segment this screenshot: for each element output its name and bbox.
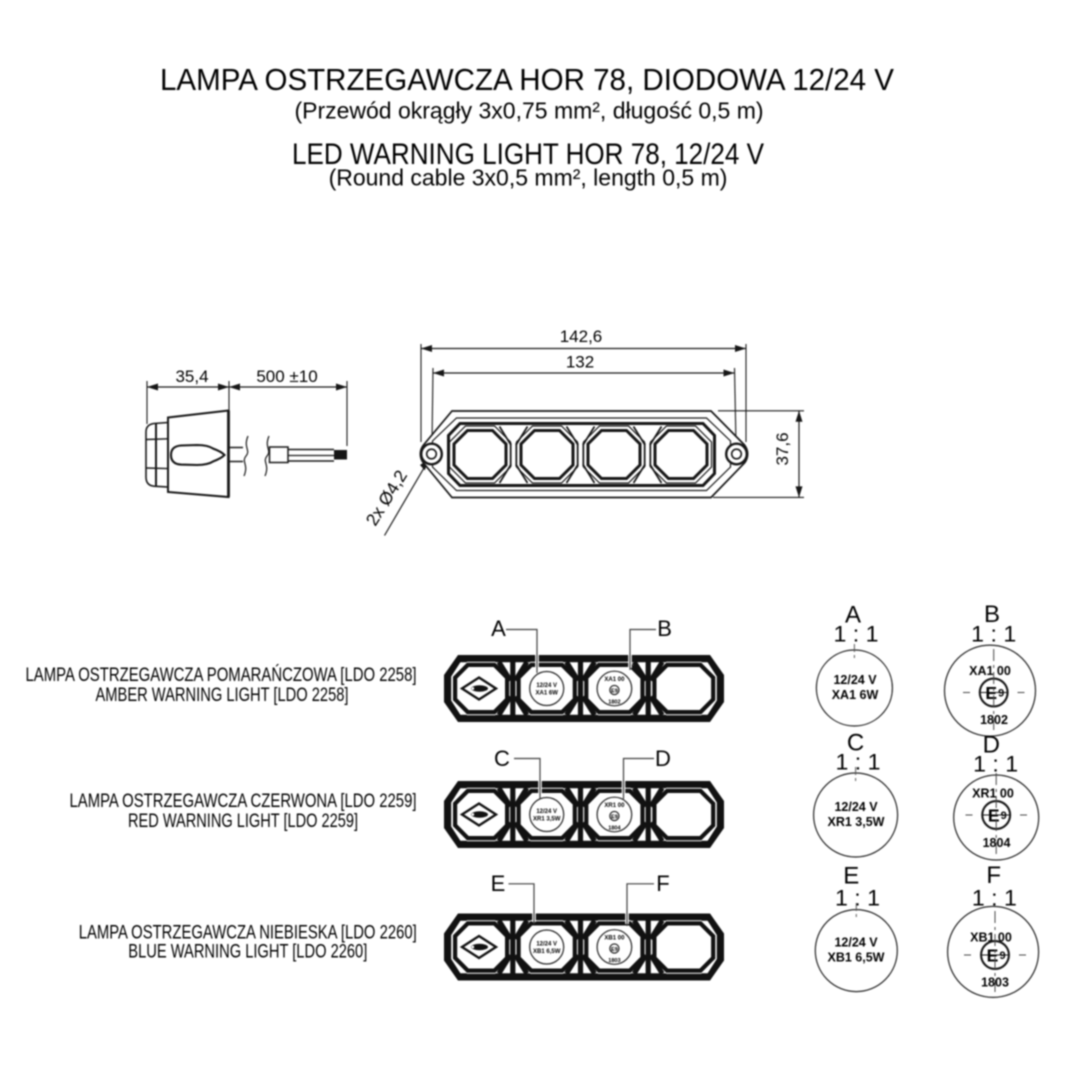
svg-text:9: 9 <box>1001 810 1007 822</box>
svg-text:12/24 V: 12/24 V <box>834 936 878 950</box>
svg-text:XA1 00: XA1 00 <box>969 664 1011 678</box>
svg-text:E: E <box>988 805 1000 825</box>
svg-text:E: E <box>987 945 999 965</box>
svg-text:35,4: 35,4 <box>175 367 208 386</box>
svg-text:A: A <box>491 616 506 641</box>
svg-text:2x Ø4,2: 2x Ø4,2 <box>362 467 411 530</box>
svg-text:B: B <box>984 601 1000 628</box>
svg-text:1 : 1: 1 : 1 <box>835 886 880 911</box>
svg-text:12/24 V: 12/24 V <box>833 673 877 687</box>
svg-text:XA1 00: XA1 00 <box>604 677 625 683</box>
svg-text:1803: 1803 <box>608 958 620 964</box>
svg-text:C: C <box>494 746 510 771</box>
svg-text:XR1 3,5W: XR1 3,5W <box>533 817 561 823</box>
svg-text:D: D <box>655 746 671 771</box>
svg-text:XR1 00: XR1 00 <box>604 803 625 809</box>
svg-text:E9: E9 <box>611 947 618 953</box>
svg-text:LAMPA OSTRZEGAWCZA CZERWONA [L: LAMPA OSTRZEGAWCZA CZERWONA [LDO 2259] <box>70 791 417 812</box>
svg-text:E: E <box>843 863 859 890</box>
svg-text:A: A <box>845 602 861 629</box>
svg-text:12/24 V: 12/24 V <box>536 683 557 689</box>
svg-text:(Round cable 3x0,5 mm², length: (Round cable 3x0,5 mm², length 0,5 m) <box>329 165 728 191</box>
svg-text:E9: E9 <box>611 688 618 694</box>
svg-text:LAMPA OSTRZEGAWCZA HOR 78, DIO: LAMPA OSTRZEGAWCZA HOR 78, DIODOWA 12/24… <box>160 62 894 97</box>
svg-text:XB1 00: XB1 00 <box>604 936 625 942</box>
svg-text:1 : 1: 1 : 1 <box>971 622 1016 647</box>
svg-text:E9: E9 <box>611 814 618 820</box>
svg-text:132: 132 <box>566 353 594 372</box>
svg-text:1802: 1802 <box>608 700 620 706</box>
svg-text:37,6: 37,6 <box>773 432 792 465</box>
svg-text:1804: 1804 <box>608 826 621 832</box>
svg-text:BLUE WARNING LIGHT [LDO 2260]: BLUE WARNING LIGHT [LDO 2260] <box>128 942 367 963</box>
svg-text:LED WARNING LIGHT HOR 78, 12/2: LED WARNING LIGHT HOR 78, 12/24 V <box>292 138 764 171</box>
svg-text:D: D <box>983 732 1000 759</box>
svg-text:F: F <box>986 862 1001 889</box>
svg-text:12/24 V: 12/24 V <box>536 809 557 815</box>
svg-text:C: C <box>847 730 864 757</box>
svg-text:XB1 6,5W: XB1 6,5W <box>828 951 885 965</box>
svg-text:9: 9 <box>999 950 1005 962</box>
svg-text:142,6: 142,6 <box>560 327 603 346</box>
svg-text:B: B <box>657 616 672 641</box>
svg-text:1 : 1: 1 : 1 <box>836 750 881 775</box>
svg-text:XR1 00: XR1 00 <box>972 787 1014 801</box>
svg-text:LAMPA OSTRZEGAWCZA POMARAŃCZOW: LAMPA OSTRZEGAWCZA POMARAŃCZOWA [LDO 225… <box>26 665 417 686</box>
svg-text:E: E <box>985 683 997 703</box>
svg-text:12/24 V: 12/24 V <box>536 942 557 948</box>
svg-text:500 ±10: 500 ±10 <box>256 367 317 386</box>
svg-text:XB1 6,5W: XB1 6,5W <box>533 949 561 955</box>
svg-text:XR1 3,5W: XR1 3,5W <box>828 815 885 829</box>
svg-text:1 : 1: 1 : 1 <box>834 622 879 647</box>
svg-text:LAMPA OSTRZEGAWCZA NIEBIESKA [: LAMPA OSTRZEGAWCZA NIEBIESKA [LDO 2260] <box>79 923 417 944</box>
svg-text:RED WARNING LIGHT [LDO 2259]: RED WARNING LIGHT [LDO 2259] <box>128 811 358 832</box>
svg-text:9: 9 <box>998 688 1004 700</box>
svg-text:(Przewód okrągły 3x0,75 mm², d: (Przewód okrągły 3x0,75 mm², długość 0,5… <box>294 98 763 124</box>
svg-text:12/24 V: 12/24 V <box>834 800 878 814</box>
svg-text:XA1 6W: XA1 6W <box>832 688 879 702</box>
svg-text:AMBER WARNING LIGHT [LDO 2258]: AMBER WARNING LIGHT [LDO 2258] <box>96 685 349 706</box>
svg-text:XB1 00: XB1 00 <box>970 931 1012 945</box>
svg-text:XA1 6W: XA1 6W <box>536 691 559 697</box>
svg-text:F: F <box>656 871 669 896</box>
svg-text:E: E <box>491 871 506 896</box>
svg-text:1 : 1: 1 : 1 <box>973 752 1018 777</box>
